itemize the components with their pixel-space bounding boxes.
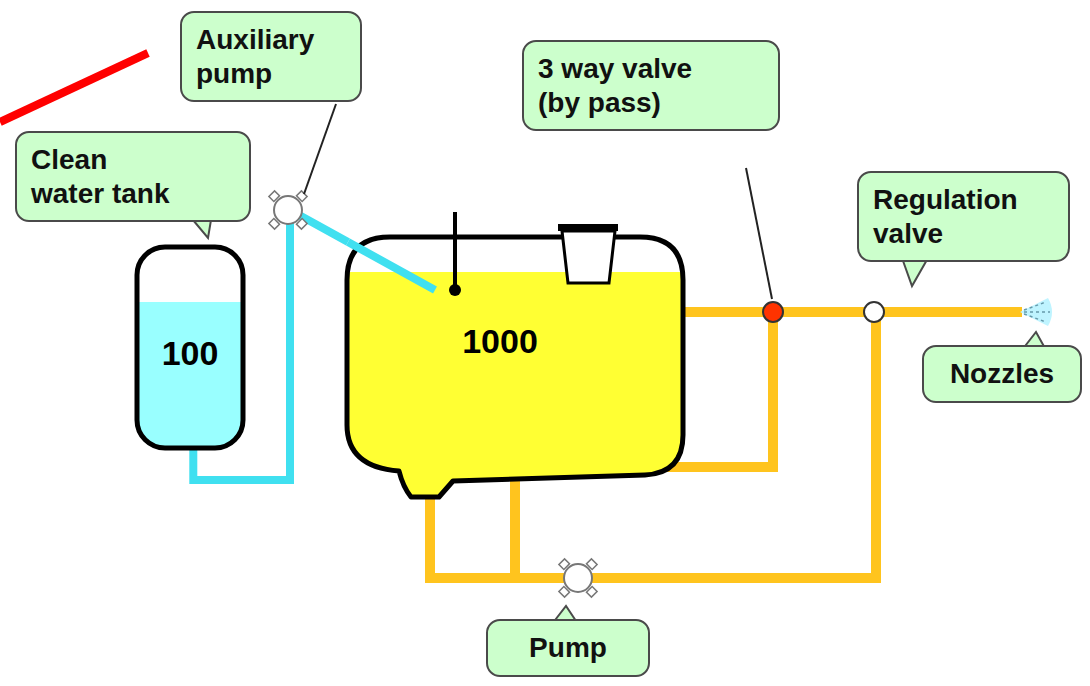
- tank: 1000: [345, 235, 685, 490]
- callout-box: Pump: [486, 619, 650, 677]
- callout-label: 3 way valve (by pass): [538, 52, 738, 119]
- callout-box: Clean water tank: [15, 131, 251, 222]
- tank-volume: 1000: [430, 321, 570, 362]
- callout-label: Pump: [502, 631, 634, 665]
- tank: 100: [135, 245, 245, 450]
- callout-label: Regulation valve: [873, 183, 1054, 250]
- auxiliary-pump-symbol: [269, 191, 307, 229]
- leader-line: [746, 168, 772, 299]
- pump-symbol: [559, 559, 597, 597]
- callout-tail: [902, 258, 928, 286]
- red-stroke: [0, 53, 148, 122]
- tank-volume: 100: [135, 333, 245, 374]
- callout-label: Nozzles: [938, 357, 1066, 391]
- nozzle-spray: [1020, 298, 1052, 326]
- callout-label: Auxiliary pump: [196, 23, 346, 90]
- callout-box: Regulation valve: [857, 171, 1070, 262]
- callout-box: 3 way valve (by pass): [522, 40, 780, 131]
- tank-outline: [345, 235, 685, 490]
- callout-label: Clean water tank: [31, 143, 179, 210]
- callout-box: Nozzles: [922, 345, 1082, 403]
- leader-line: [304, 104, 336, 194]
- callout-box: Auxiliary pump: [180, 11, 362, 102]
- three-way-valve: [763, 302, 783, 322]
- regulation-valve: [864, 302, 884, 322]
